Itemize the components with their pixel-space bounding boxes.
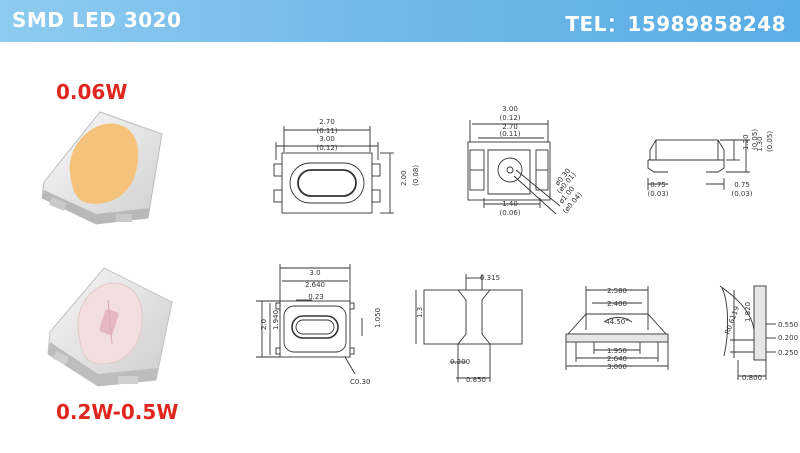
bottom-profile-view — [719, 285, 776, 380]
dim-section-top2: 2.400 — [607, 300, 627, 308]
header-banner: SMD LED 3020 TEL：15989858248 — [0, 0, 800, 42]
power-label-low: 0.06W — [56, 80, 128, 104]
dim-top-back-w1: 3.00 — [502, 105, 518, 113]
power-label-high: 0.2W-0.5W — [56, 400, 179, 424]
dim-profile-a: 0.550 — [778, 321, 798, 329]
dim-top-front-w2-in: (0.12) — [316, 144, 337, 152]
led-lens-yellow — [69, 123, 139, 204]
dim-top-back-w2: 2.70 — [502, 123, 518, 131]
dim-top-side-l1-in: (0.03) — [647, 190, 668, 198]
dim-top-front-w1-in: (0.11) — [316, 127, 337, 135]
dim-profile-b: 0.200 — [778, 334, 798, 342]
dim-top-side-h2: 1.30 — [756, 136, 764, 152]
dim-bottom-front-w-total: 3.0 — [309, 269, 320, 277]
led-photo-0-2w-0-5w — [47, 267, 173, 387]
bottom-front-view — [256, 264, 363, 375]
dim-bottom-view-gap: 0.850 — [466, 376, 486, 384]
dim-top-front-w2: 3.00 — [319, 135, 335, 143]
dim-top-side-l1: 0.75 — [650, 181, 666, 189]
dim-section-b2: 2.640 — [607, 355, 627, 363]
dim-section-b1: 1.950 — [607, 347, 627, 355]
dim-top-back-w3: 1.40 — [502, 200, 518, 208]
dim-top-back-w1-in: (0.12) — [499, 114, 520, 122]
dim-top-side-l2: 0.75 — [734, 181, 750, 189]
led-photo-0-06w — [41, 111, 163, 225]
dim-bottom-view-pad: 0.200 — [450, 358, 470, 366]
dim-top-front-h: 2.00 — [400, 170, 408, 186]
dim-top-back-w2-in: (0.11) — [499, 130, 520, 138]
dim-bottom-front-w-small: 0.23 — [308, 293, 324, 301]
dim-profile-h: 1.820 — [744, 302, 752, 322]
dim-top-front-h-in: (0.08) — [412, 165, 420, 186]
dim-top-side-h1-in: (0.05) — [751, 129, 759, 150]
dim-top-side-l2-in: (0.03) — [731, 190, 752, 198]
bottom-bottom-view — [415, 274, 523, 382]
dim-profile-r: R0.6119 — [724, 305, 742, 335]
dim-top-front-w1: 2.70 — [319, 118, 335, 126]
bottom-section-view — [565, 286, 669, 370]
dim-bottom-view-top: 0.315 — [480, 274, 500, 282]
dim-top-side-h2-in: (0.05) — [766, 131, 774, 152]
dim-top-back-w3-in: (0.06) — [499, 209, 520, 217]
dim-bottom-front-h-lens: 1.050 — [374, 308, 382, 328]
product-title: SMD LED 3020 — [12, 8, 182, 32]
top-back-view — [467, 120, 561, 215]
top-front-view — [273, 126, 394, 214]
dim-section-top1: 2.580 — [607, 287, 627, 295]
dim-profile-base: 0.800 — [742, 374, 762, 382]
dim-profile-c: 0.250 — [778, 349, 798, 357]
dim-section-b3: 3.000 — [607, 363, 627, 371]
telephone-number: TEL：15989858248 — [565, 12, 786, 36]
dim-bottom-front-w-inner: 2.640 — [305, 281, 325, 289]
dim-bottom-view-h: 1.3 — [416, 307, 424, 318]
dim-bottom-front-h-inner: 1.940 — [272, 310, 280, 330]
dim-section-angle: 44.50° — [605, 318, 629, 326]
dim-top-side-h1: 1.20 — [742, 134, 750, 150]
dim-bottom-front-chamfer: C0.30 — [350, 378, 370, 386]
dim-bottom-front-h-total: 2.0 — [260, 319, 268, 330]
top-side-view — [647, 139, 750, 190]
